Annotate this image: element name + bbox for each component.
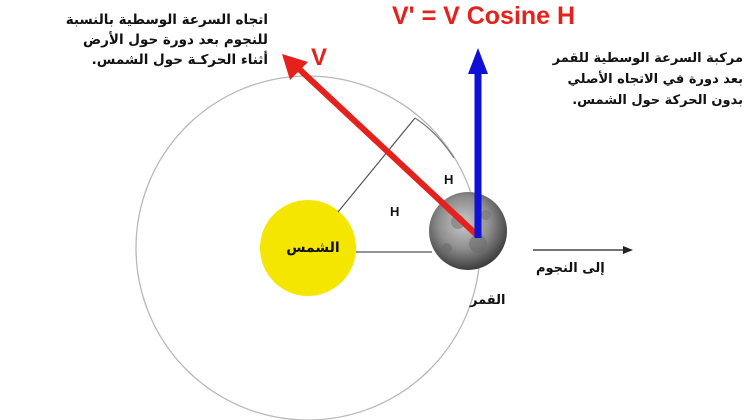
angle-h-label-lower: H — [390, 204, 400, 219]
sun-radius-line — [337, 117, 416, 213]
sun-label: الشمس — [286, 240, 340, 256]
velocity-vector-v-head — [282, 54, 308, 80]
velocity-vector-v — [295, 65, 481, 239]
formula-label: V' = V Cosine H — [392, 2, 576, 30]
right-annotation-line: بعد دورة في الاتجاه الأصلي — [567, 72, 743, 87]
velocity-component-vprime-head — [468, 48, 488, 74]
moon-crater — [481, 210, 491, 220]
sun — [260, 200, 356, 296]
left-annotation-line: أثناء الحركـة حول الشمس. — [91, 52, 268, 68]
moon-label: القمر — [470, 293, 506, 308]
moon-crater — [469, 235, 487, 253]
right-annotation: مركبة السرعة الوسطية للقمر بعد دورة في ا… — [505, 48, 743, 111]
moon-crater — [442, 243, 452, 253]
to-stars-label: إلى النجوم — [536, 261, 605, 276]
to-stars-arrowhead — [623, 246, 633, 254]
angle-arc — [414, 117, 455, 159]
right-annotation-line: مركبة السرعة الوسطية للقمر — [552, 51, 743, 66]
left-annotation-line: للنجوم بعد دورة حول الأرض — [82, 32, 268, 48]
angle-h-label-upper: H — [444, 172, 454, 187]
left-annotation: اتجاه السرعة الوسطية بالنسبة للنجوم بعد … — [10, 10, 268, 70]
left-annotation-line: اتجاه السرعة الوسطية بالنسبة — [65, 12, 268, 28]
right-annotation-line: بدون الحركة حول الشمس. — [572, 93, 743, 108]
vector-v-label: V — [311, 44, 328, 71]
